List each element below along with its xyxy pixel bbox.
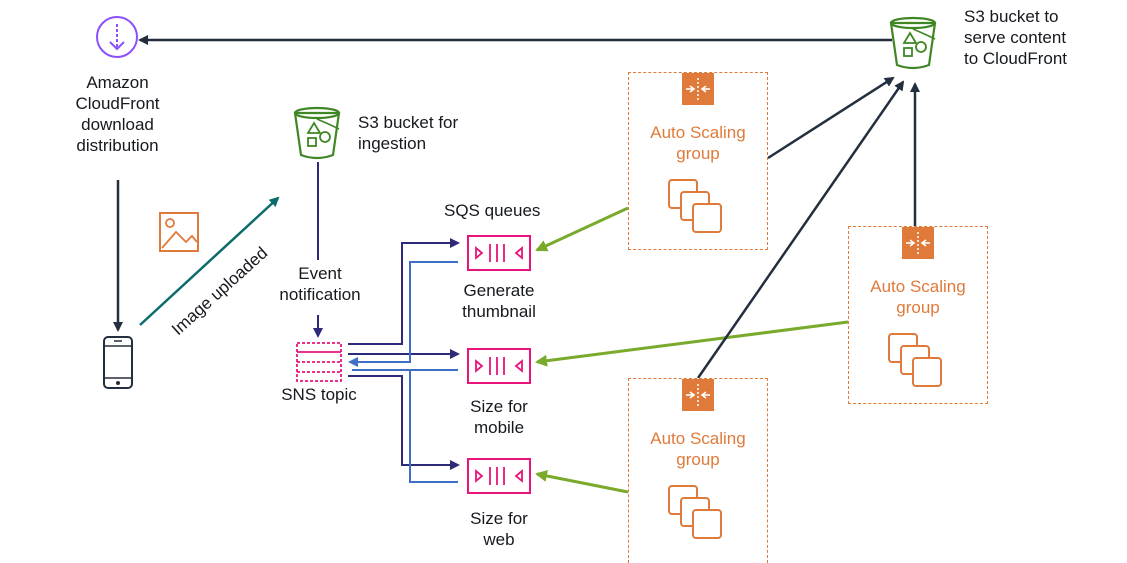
- queue-mobile-label: Size for mobile: [434, 396, 564, 438]
- queue-mobile-line1: Size for: [470, 397, 528, 416]
- event-notification-label: Event notification: [270, 263, 370, 305]
- arrow-asg1-to-thumbnail: [535, 206, 629, 252]
- ec2-instances-icon: [888, 333, 942, 387]
- autoscaling-icon: [682, 379, 714, 411]
- cloudfront-label-line4: distribution: [76, 136, 159, 155]
- cloudfront-icon: [96, 16, 138, 58]
- autoscaling-group-3: Auto Scaling group: [628, 378, 768, 563]
- sqs-queue-icon: [467, 235, 531, 271]
- sqs-queues-label: SQS queues: [444, 201, 541, 220]
- asg-label-line2: group: [676, 450, 720, 469]
- s3-bucket-icon: [889, 16, 937, 70]
- s3-serve-label-line2: serve content: [964, 28, 1067, 47]
- asg-label-line1: Auto Scaling: [650, 123, 746, 142]
- autoscaling-icon: [902, 227, 934, 259]
- ec2-instances-icon: [668, 485, 722, 539]
- sqs-queue-icon: [467, 348, 531, 384]
- queue-web-line1: Size for: [470, 509, 528, 528]
- queue-mobile-line2: mobile: [473, 418, 525, 437]
- asg-label-line2: group: [676, 144, 720, 163]
- s3-bucket-icon: [293, 106, 341, 160]
- fanout-navy-web: [348, 375, 460, 470]
- asg-label-line1: Auto Scaling: [650, 429, 746, 448]
- arrow-asg3-to-web: [535, 470, 629, 494]
- autoscaling-icon: [682, 73, 714, 105]
- queue-thumbnail-label: Generate thumbnail: [434, 280, 564, 322]
- cloudfront-label-line3: download: [81, 115, 154, 134]
- asg-label-line2: group: [896, 298, 940, 317]
- arrow-asg2-to-mobile: [535, 320, 849, 367]
- queue-thumbnail-line2: thumbnail: [462, 302, 536, 321]
- s3-serve-label-line1: S3 bucket to: [964, 7, 1059, 26]
- s3-ingest-label-line2: ingestion: [358, 134, 427, 153]
- s3-serve-label-line3: to CloudFront: [964, 49, 1067, 68]
- autoscaling-group-1: Auto Scaling group: [628, 72, 768, 250]
- queue-thumbnail-line1: Generate: [463, 281, 535, 300]
- sns-topic-icon: [296, 342, 342, 382]
- mobile-phone-icon: [103, 336, 133, 389]
- s3-serve-label: S3 bucket to serve content to CloudFront: [964, 6, 1114, 69]
- autoscaling-group-2: Auto Scaling group: [848, 226, 988, 404]
- fanout-blue-web: [409, 370, 458, 483]
- sns-topic-label: SNS topic: [281, 385, 357, 404]
- image-uploaded-label: Image uploaded: [168, 243, 271, 339]
- s3-ingest-label-line1: S3 bucket for: [358, 113, 459, 132]
- event-notification-line2: notification: [279, 285, 361, 304]
- sqs-queue-icon: [467, 458, 531, 494]
- event-notification-line1: Event: [298, 264, 342, 283]
- cloudfront-label-line1: Amazon: [86, 73, 149, 92]
- cloudfront-label-line2: CloudFront: [75, 94, 160, 113]
- asg-label-line1: Auto Scaling: [870, 277, 966, 296]
- arrow-image-upload: [139, 196, 280, 326]
- queue-web-label: Size for web: [434, 508, 564, 550]
- fanout-navy-thumbnail: [348, 238, 460, 345]
- ec2-instances-icon: [668, 179, 722, 233]
- fanout-blue-thumbnail: [348, 261, 458, 367]
- image-icon: [159, 212, 199, 252]
- arrow-asg3-to-s3: [696, 80, 905, 379]
- arrow-asg1-to-s3: [767, 76, 895, 160]
- cloudfront-label: Amazon CloudFront download distribution: [50, 72, 185, 156]
- s3-ingest-label: S3 bucket for ingestion: [358, 112, 508, 154]
- queue-web-line2: web: [483, 530, 515, 549]
